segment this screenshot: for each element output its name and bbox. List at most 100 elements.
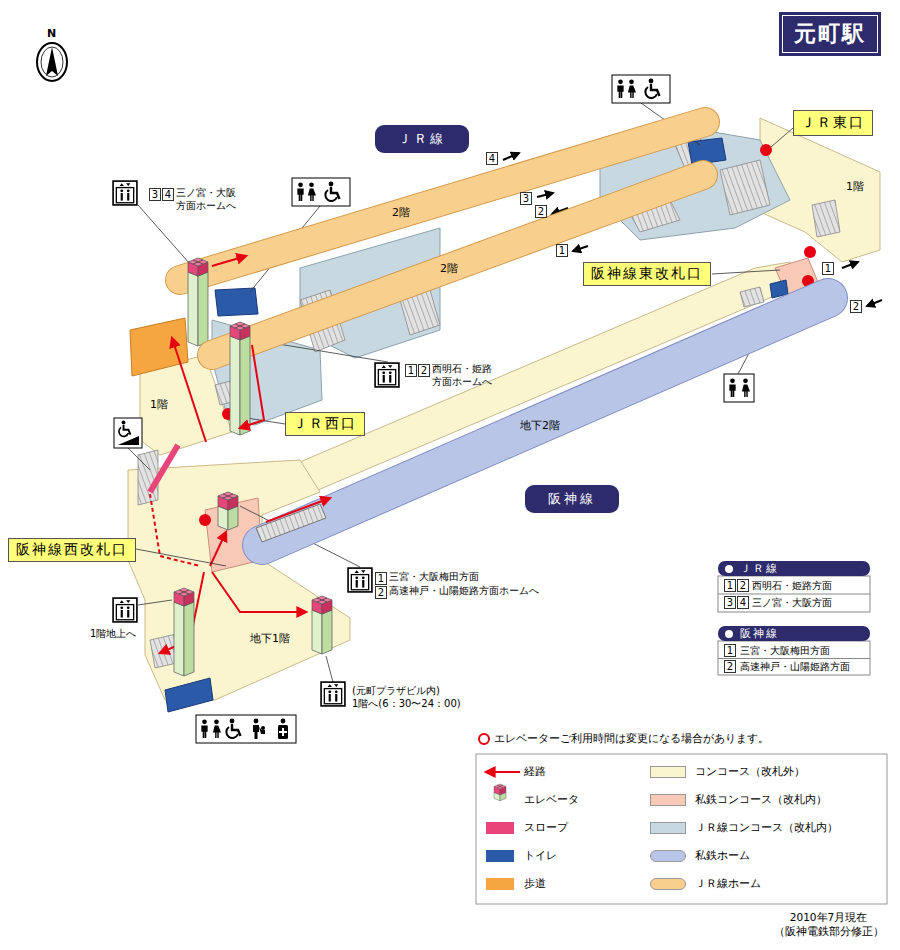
platform-fixture xyxy=(188,258,208,266)
elevator-shaft xyxy=(184,602,194,676)
line-direction-table xyxy=(718,594,870,595)
map-annotation: 三ノ宮・大阪 方面ホームへ xyxy=(176,186,239,212)
pictogram-icon xyxy=(113,75,754,743)
route-arrow xyxy=(150,494,200,566)
node-label: 阪神線西改札口 xyxy=(16,541,128,559)
track-number-box: 2 xyxy=(724,660,736,673)
elevator-shaft xyxy=(174,588,194,596)
node-label: ＪＲ線 xyxy=(398,130,446,148)
route-arrow xyxy=(486,771,520,773)
track-number: 4 xyxy=(165,189,171,200)
track-number-box: 2 xyxy=(375,586,387,599)
legend-text: 私鉄ホーム xyxy=(695,849,750,863)
pictogram-icon xyxy=(321,682,345,706)
track-number-box: 4 xyxy=(737,596,749,609)
pictogram-icon xyxy=(253,719,265,739)
pictogram-icon xyxy=(113,598,137,622)
track-number: 2 xyxy=(853,301,859,312)
platform-fixture xyxy=(266,498,330,522)
map-annotation: 高速神戸・山陽姫路方面 xyxy=(740,660,850,673)
legend-frame xyxy=(476,734,887,904)
walkway xyxy=(130,318,188,376)
leader-line xyxy=(136,549,226,566)
leader-line xyxy=(712,270,780,274)
legend-text: トイレ xyxy=(524,849,557,863)
compass xyxy=(46,47,58,76)
map-annotation: 西明石・姫路方面 xyxy=(752,579,832,592)
platform-fixture xyxy=(188,272,198,346)
stairs xyxy=(812,200,840,237)
platform-fixture xyxy=(240,336,250,435)
slope xyxy=(150,445,178,492)
walkway xyxy=(130,318,188,376)
track-number: 1 xyxy=(378,573,384,584)
pictogram-icon xyxy=(617,79,623,98)
legend-text: 経路 xyxy=(524,765,546,779)
track-number: 2 xyxy=(727,661,733,672)
elevator-shaft xyxy=(494,784,506,789)
station-title-box: 元町駅 xyxy=(779,12,881,56)
track-number-box: 2 xyxy=(418,364,430,377)
pictogram-icon xyxy=(119,420,131,436)
map-annotation: 三宮・大阪梅田方面 xyxy=(389,570,479,583)
node-label: 阪神線東改札口 xyxy=(591,265,703,283)
track-number: 4 xyxy=(489,153,495,164)
toilet-area xyxy=(215,288,258,316)
platform-fixture xyxy=(240,345,264,428)
legend-text: エレベータ xyxy=(524,793,579,807)
track-number: 2 xyxy=(740,580,746,591)
legend-text: ＪＲ線コンコース（改札内） xyxy=(695,821,838,835)
revision-note: 2010年7月現在 （阪神電鉄部分修正） xyxy=(772,910,885,938)
direction-arrow xyxy=(842,262,858,268)
stairs xyxy=(720,160,770,215)
leader-line xyxy=(128,103,793,682)
track-number-box: 3 xyxy=(149,188,161,201)
platform-surface xyxy=(212,175,703,355)
direction-arrow xyxy=(537,193,553,197)
node-label: ＪＲ線 xyxy=(740,562,779,575)
map-annotation: (元町プラザビル内) 1階へ(6：30〜24：00) xyxy=(352,684,463,710)
track-number-box: 2 xyxy=(850,300,862,313)
legend-frame xyxy=(476,754,887,904)
legend-swatch xyxy=(650,878,686,890)
elevator-shaft xyxy=(223,494,233,498)
track-number-box: 1 xyxy=(822,262,834,275)
map-annotation: 三宮・大阪梅田方面 xyxy=(740,644,830,657)
floor-label: 2階 xyxy=(392,206,410,219)
pictogram-icon xyxy=(297,182,303,201)
legend-line-badge: 阪神線 xyxy=(718,626,870,641)
platform-fixture xyxy=(230,322,264,435)
track-number-box: 2 xyxy=(535,205,547,218)
pictogram-icon xyxy=(201,719,207,738)
toilet-area xyxy=(165,678,213,712)
elevator-shaft xyxy=(174,588,194,676)
compass xyxy=(41,47,63,77)
platform-fixture xyxy=(212,256,246,266)
legend-swatch xyxy=(486,878,514,890)
track-number: 3 xyxy=(727,597,733,608)
pictogram-icon xyxy=(729,378,735,397)
elevator-shaft xyxy=(218,492,238,530)
track-number-box: 4 xyxy=(486,152,498,165)
concourse-area xyxy=(128,118,880,700)
concourse-area xyxy=(128,460,350,700)
platform-surface xyxy=(262,298,828,545)
node-label: 阪神線 xyxy=(740,627,779,640)
line-name-badge: ＪＲ線 xyxy=(375,125,469,153)
elevator-shaft xyxy=(174,602,184,676)
track-number: 1 xyxy=(825,263,831,274)
stairs xyxy=(740,287,764,307)
track-number-box: 1 xyxy=(556,244,568,257)
pictogram-icon xyxy=(724,374,754,402)
leader-line xyxy=(138,205,190,264)
platform-fixture xyxy=(230,322,250,330)
pictogram-icon xyxy=(113,181,137,205)
elevator-shaft xyxy=(179,590,189,594)
track-number-box: 3 xyxy=(520,192,532,205)
legend-line-badge: ＪＲ線 xyxy=(718,561,870,576)
exit-callout: ＪＲ東口 xyxy=(793,110,873,136)
track-number: 4 xyxy=(740,597,746,608)
map-annotation: エレベーターご利用時間は変更になる場合があります。 xyxy=(494,732,769,746)
platform-fixture xyxy=(188,256,246,346)
